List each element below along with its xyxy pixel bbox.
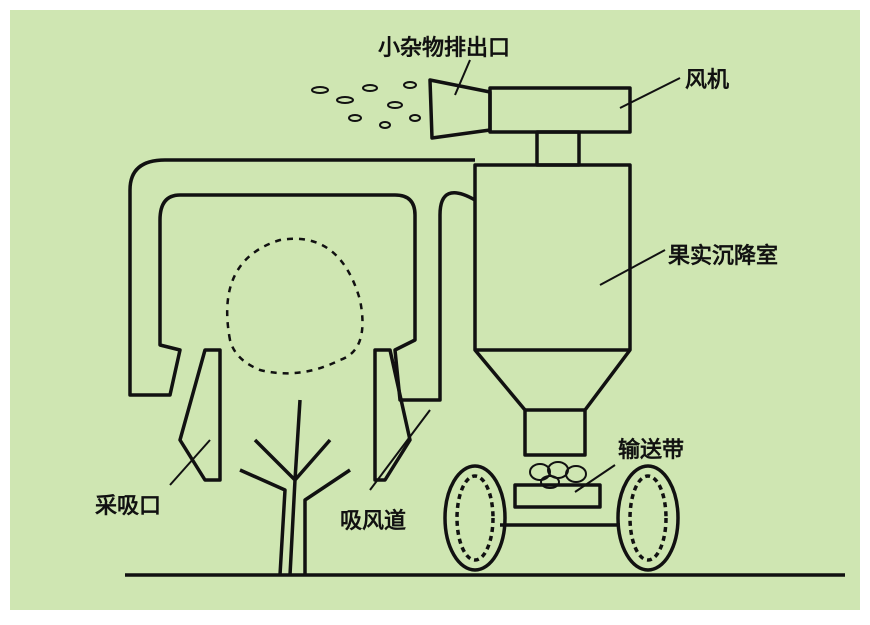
tree-trunk: [239, 399, 351, 576]
wheel-left: [443, 464, 507, 572]
suction-duct: [128, 158, 476, 402]
leader-conveyor: [574, 464, 616, 493]
leader-suction-inlet: [169, 439, 211, 486]
settling-chamber: [473, 163, 632, 457]
diagram-background: [10, 10, 860, 610]
wheel-right: [616, 464, 680, 572]
label-suction-duct: 吸风道: [340, 509, 407, 534]
debris-particles: [311, 81, 421, 129]
fruits: [529, 461, 587, 489]
leader-debris-outlet: [454, 59, 471, 96]
label-fan: 风机: [685, 68, 730, 93]
tree-canopy: [225, 237, 364, 375]
label-suction-inlet: 采吸口: [95, 494, 162, 519]
suction-inlet-left: [178, 348, 222, 482]
label-settling-chamber: 果实沉降室: [668, 244, 779, 269]
suction-inlet-right: [373, 348, 412, 482]
leader-suction-duct: [369, 409, 431, 491]
label-conveyor: 输送带: [618, 438, 685, 463]
leader-fan: [619, 77, 681, 109]
leader-settling-chamber: [599, 249, 666, 286]
label-debris-outlet: 小杂物排出口: [378, 36, 511, 61]
